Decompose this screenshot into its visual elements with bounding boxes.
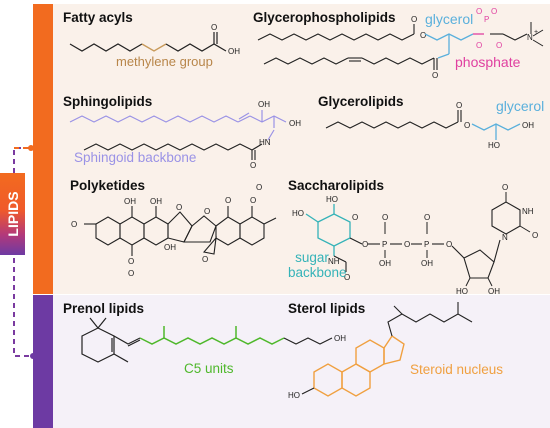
- sterol-ho: HO: [288, 391, 300, 400]
- phosphate-oh1: OH: [379, 259, 391, 268]
- ring-o: O: [352, 213, 358, 222]
- sugar-nh: NH: [328, 257, 340, 266]
- glycerolipid-ho: HO: [488, 141, 500, 150]
- glycerolipid-oh: OH: [522, 121, 534, 130]
- glycerophospholipids-title: Glycerophospholipids: [253, 10, 396, 25]
- pk-o7: O: [250, 196, 256, 205]
- ketoacyl-category-bar: [33, 4, 53, 294]
- pk-o1: O: [128, 257, 134, 266]
- pk-o8: O: [256, 183, 262, 192]
- phosphorus-2: P: [424, 240, 429, 249]
- phosphate-o-bottom: O: [476, 41, 482, 50]
- phosphate-oh2: OH: [421, 259, 433, 268]
- ester-o: O: [446, 240, 452, 249]
- uracil-o2: O: [532, 231, 538, 240]
- sphingoid-oh2: OH: [289, 119, 301, 128]
- ester1-carbonyl-o: O: [411, 15, 417, 24]
- sugar-label-line2: backbone: [288, 265, 347, 280]
- sugar-ho2: HO: [326, 195, 338, 204]
- uracil-n: N: [502, 233, 508, 242]
- glycerophospholipid-glycerol-label: glycerol: [425, 11, 474, 27]
- c5-units-label: C5 units: [184, 361, 234, 376]
- pk-o3: O: [176, 203, 182, 212]
- lipids-label-box: [0, 173, 25, 255]
- phosphorus-1: P: [382, 240, 387, 249]
- phosphate-o-ester: O: [496, 41, 502, 50]
- uracil-nh: NH: [522, 207, 534, 216]
- carbonyl-o-label: O: [211, 23, 217, 32]
- amide-o: O: [250, 161, 256, 170]
- uracil-o1: O: [502, 183, 508, 192]
- polyketides-title: Polyketides: [70, 178, 146, 193]
- glycerolipid-carbonyl-o: O: [456, 101, 462, 110]
- methylene-group-label: methylene group: [116, 54, 213, 69]
- sugar-label-line1: sugar: [295, 250, 329, 265]
- sugar-ho1: HO: [292, 209, 304, 218]
- ammonium-charge: +: [534, 29, 538, 36]
- amide-hn: HN: [259, 138, 271, 147]
- phosphate-o-top: O: [476, 7, 482, 16]
- steroid-nucleus-label: Steroid nucleus: [410, 362, 504, 377]
- ammonium-n-label: N: [527, 33, 533, 42]
- phosphate-label: phosphate: [455, 54, 521, 70]
- fatty-acyls-title: Fatty acyls: [63, 10, 133, 25]
- phosphate-o-minus: O: [491, 7, 497, 16]
- phosphorus-label: P: [484, 15, 489, 24]
- glycerolipids-title: Glycerolipids: [318, 94, 404, 109]
- pk-o6: O: [225, 196, 231, 205]
- hydroxyl-label: OH: [228, 47, 240, 56]
- ester2-carbonyl-o: O: [432, 71, 438, 80]
- sterol-lipids-title: Sterol lipids: [288, 301, 366, 316]
- sphingolipids-title: Sphingolipids: [63, 94, 153, 109]
- prenol-lipids-title: Prenol lipids: [63, 301, 145, 316]
- prenol-oh: OH: [334, 334, 346, 343]
- pk-oh2: OH: [150, 197, 162, 206]
- bridge-o: O: [404, 240, 410, 249]
- sugar-label: sugar backbone: [288, 250, 347, 280]
- pk-o4: O: [204, 207, 210, 216]
- sphingoid-backbone-label: Sphingoid backbone: [74, 150, 197, 165]
- ester1-o: O: [420, 31, 426, 40]
- phosphate-o-top1: O: [382, 213, 388, 222]
- isoprene-category-bar: [33, 295, 53, 428]
- pk-o5: O: [202, 255, 208, 264]
- acetyl-o: O: [344, 273, 350, 282]
- ribose-oh: OH: [488, 287, 500, 296]
- sphingoid-oh1: OH: [258, 100, 270, 109]
- phosphate-o-top2: O: [424, 213, 430, 222]
- glycerolipid-ester-o: O: [464, 121, 470, 130]
- prenol-sterol-background: [45, 295, 550, 428]
- pk-o2: O: [128, 269, 134, 278]
- methoxy-o: O: [71, 220, 77, 229]
- pk-oh3: OH: [164, 243, 176, 252]
- saccharolipids-title: Saccharolipids: [288, 178, 385, 193]
- glycerolipid-glycerol-label: glycerol: [496, 98, 545, 114]
- pk-oh1: OH: [124, 197, 136, 206]
- glycosidic-o: O: [362, 240, 368, 249]
- ribose-ho: HO: [456, 287, 468, 296]
